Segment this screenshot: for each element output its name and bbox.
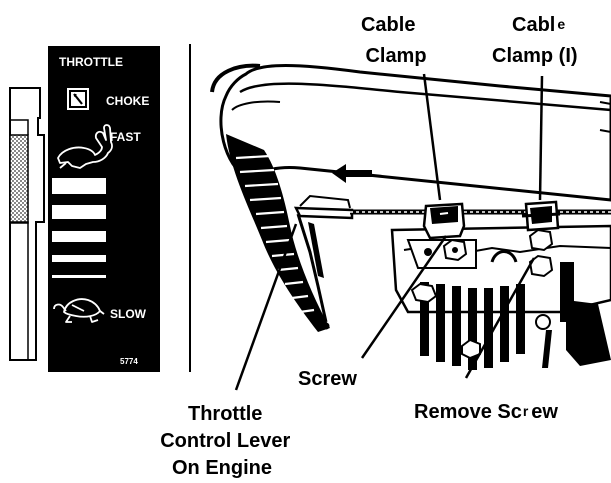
leader-line <box>234 223 298 391</box>
leader-line <box>422 73 442 201</box>
shroud-grille <box>226 134 330 332</box>
leader-line <box>538 75 544 201</box>
speed-bar <box>52 205 106 219</box>
choke-icon <box>67 88 89 110</box>
part-number: 5774 <box>120 357 138 366</box>
leader-line <box>464 257 536 379</box>
speed-bar <box>52 178 106 194</box>
speed-bar <box>52 255 106 262</box>
throttle-control-lever-label: Throttle Control Lever On Engine <box>160 403 296 479</box>
screw-label: Screw <box>298 368 357 390</box>
cable-clamp-left <box>422 202 466 240</box>
cable-clamp-right <box>521 200 561 232</box>
engine-drawing <box>210 63 611 391</box>
slow-label: SLOW <box>110 307 147 321</box>
clamp-screw <box>528 228 554 278</box>
choke-label: CHOKE <box>106 94 149 108</box>
fast-label: FAST <box>110 130 141 144</box>
engine-shroud <box>219 64 611 202</box>
screw-head <box>442 238 468 262</box>
bracket-hatch-area <box>9 134 29 224</box>
speed-bar <box>52 231 106 242</box>
direction-arrow <box>332 164 372 183</box>
rabbit-icon <box>57 124 113 169</box>
throttle-plate: THROTTLE CHOKE FAST <box>48 46 160 372</box>
throttle-lever <box>293 206 354 220</box>
cable-clamp-left-label: Cable Clamp <box>361 14 427 67</box>
plate-title: THROTTLE <box>59 55 123 69</box>
turtle-icon <box>53 298 105 323</box>
leader-line <box>360 235 448 359</box>
throttle-speed-bars <box>52 178 106 278</box>
side-bracket <box>9 87 45 361</box>
speed-bar <box>52 275 106 278</box>
